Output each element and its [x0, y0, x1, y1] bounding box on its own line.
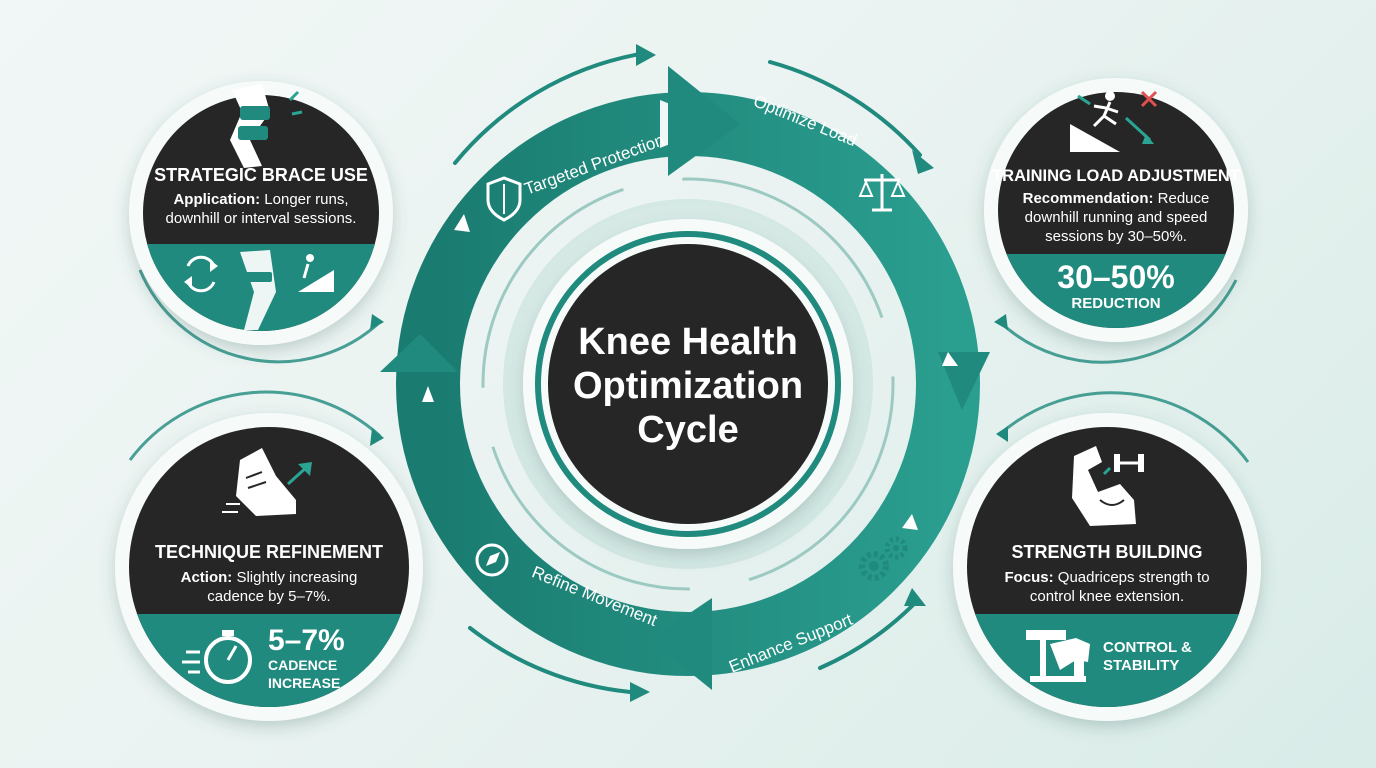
card-body-line2: cadence by 5–7%.	[207, 588, 330, 605]
inner-arrow	[942, 352, 958, 366]
card-body-text: Slightly increasing	[232, 569, 357, 586]
card-body-text: Longer runs,	[260, 191, 348, 208]
card-big-stat: 30–50%	[1057, 259, 1174, 295]
cycle-arrows-icon	[184, 255, 218, 293]
outer-arc-bottom-right	[818, 598, 920, 670]
center-title-line1: Knee Health	[578, 321, 798, 363]
card-outer-arc	[999, 391, 1250, 463]
inner-arrow	[454, 214, 470, 232]
stopwatch-icon	[182, 630, 252, 684]
card-body-line1: Application: Longer runs,	[173, 191, 348, 208]
card-arrowhead	[994, 314, 1008, 330]
card-arrowhead	[370, 314, 384, 330]
card-body-text: Quadriceps strength to	[1054, 569, 1210, 586]
card-arrowhead	[996, 426, 1008, 442]
inner-arrow	[902, 514, 918, 530]
uphill-runner-icon	[298, 254, 334, 292]
card-body-label: Focus:	[1004, 569, 1053, 586]
leg-extension-machine-icon	[1026, 630, 1090, 682]
card-body-line2: control knee extension.	[1030, 588, 1184, 605]
card-small-stat: REDUCTION	[1071, 295, 1160, 312]
knee-brace-icon	[230, 84, 303, 168]
band-arrowhead-bottom	[650, 598, 712, 690]
card-arrowhead	[370, 428, 384, 446]
card-training-load-adjustment: TRAINING LOAD ADJUSTMENT Recommendation:…	[984, 78, 1248, 364]
card-small-stat-line2: INCREASE	[268, 675, 340, 691]
card-strength-building: STRENGTH BUILDING Focus: Quadriceps stre…	[953, 391, 1261, 721]
center-title-line2: Optimization	[573, 365, 803, 407]
inner-ring	[481, 177, 895, 591]
card-title: TECHNIQUE REFINEMENT	[155, 542, 383, 562]
card-body-line3: sessions by 30–50%.	[1045, 228, 1187, 245]
shield-icon	[486, 176, 522, 222]
outer-arc-top-left	[453, 52, 642, 165]
card-small-stat-line1: CADENCE	[268, 657, 337, 673]
card-body-line1: Action: Slightly increasing	[181, 569, 358, 586]
center-hub: Knee Health Optimization Cycle	[503, 199, 873, 569]
band-arrowhead-top-fill	[668, 66, 740, 176]
card-body-line2: downhill or interval sessions.	[166, 210, 357, 227]
gears-icon	[859, 536, 908, 581]
card-title: STRATEGIC BRACE USE	[154, 165, 368, 185]
card-body-label: Recommendation:	[1023, 190, 1154, 207]
flexed-arm-icon	[1072, 446, 1144, 526]
card-body-line2: downhill running and speed	[1025, 209, 1208, 226]
outer-arc-arrowhead	[912, 150, 934, 174]
card-body-label: Application:	[173, 191, 260, 208]
card-outer-arc	[138, 269, 382, 364]
outer-arc-bottom-left	[468, 626, 632, 694]
running-shoe-icon	[222, 448, 312, 516]
outer-arc-arrowhead	[630, 682, 650, 702]
card-strategic-brace-use: STRATEGIC BRACE USE Application: Longer …	[129, 81, 393, 364]
card-body-line1: Recommendation: Reduce	[1023, 190, 1210, 207]
card-technique-refinement: TECHNIQUE REFINEMENT Action: Slightly in…	[115, 390, 423, 721]
band-arrowhead-right	[938, 352, 990, 410]
compass-icon	[475, 543, 509, 577]
knee-brace-icon	[240, 250, 276, 330]
card-big-stat: 5–7%	[268, 624, 345, 657]
downhill-runner-icon	[1070, 90, 1158, 152]
card-title: STRENGTH BUILDING	[1012, 542, 1203, 562]
card-body-text: Reduce	[1153, 190, 1209, 207]
center-title-line3: Cycle	[637, 409, 738, 451]
card-body-label: Action:	[181, 569, 233, 586]
card-small-stat-line1: CONTROL &	[1103, 639, 1192, 656]
card-small-stat-line2: STABILITY	[1103, 657, 1179, 674]
inner-arrow	[422, 386, 434, 402]
outer-arc-arrowhead	[904, 588, 926, 606]
outer-arc-arrowhead	[636, 44, 656, 66]
card-body-line1: Focus: Quadriceps strength to	[1004, 569, 1209, 586]
band-arrowhead-left	[380, 334, 458, 372]
card-outer-arc	[998, 279, 1238, 364]
outer-arc-top-right	[768, 60, 922, 157]
balance-scale-icon	[858, 174, 906, 212]
card-title: TRAINING LOAD ADJUSTMENT	[992, 167, 1240, 185]
card-outer-arc	[128, 390, 382, 461]
